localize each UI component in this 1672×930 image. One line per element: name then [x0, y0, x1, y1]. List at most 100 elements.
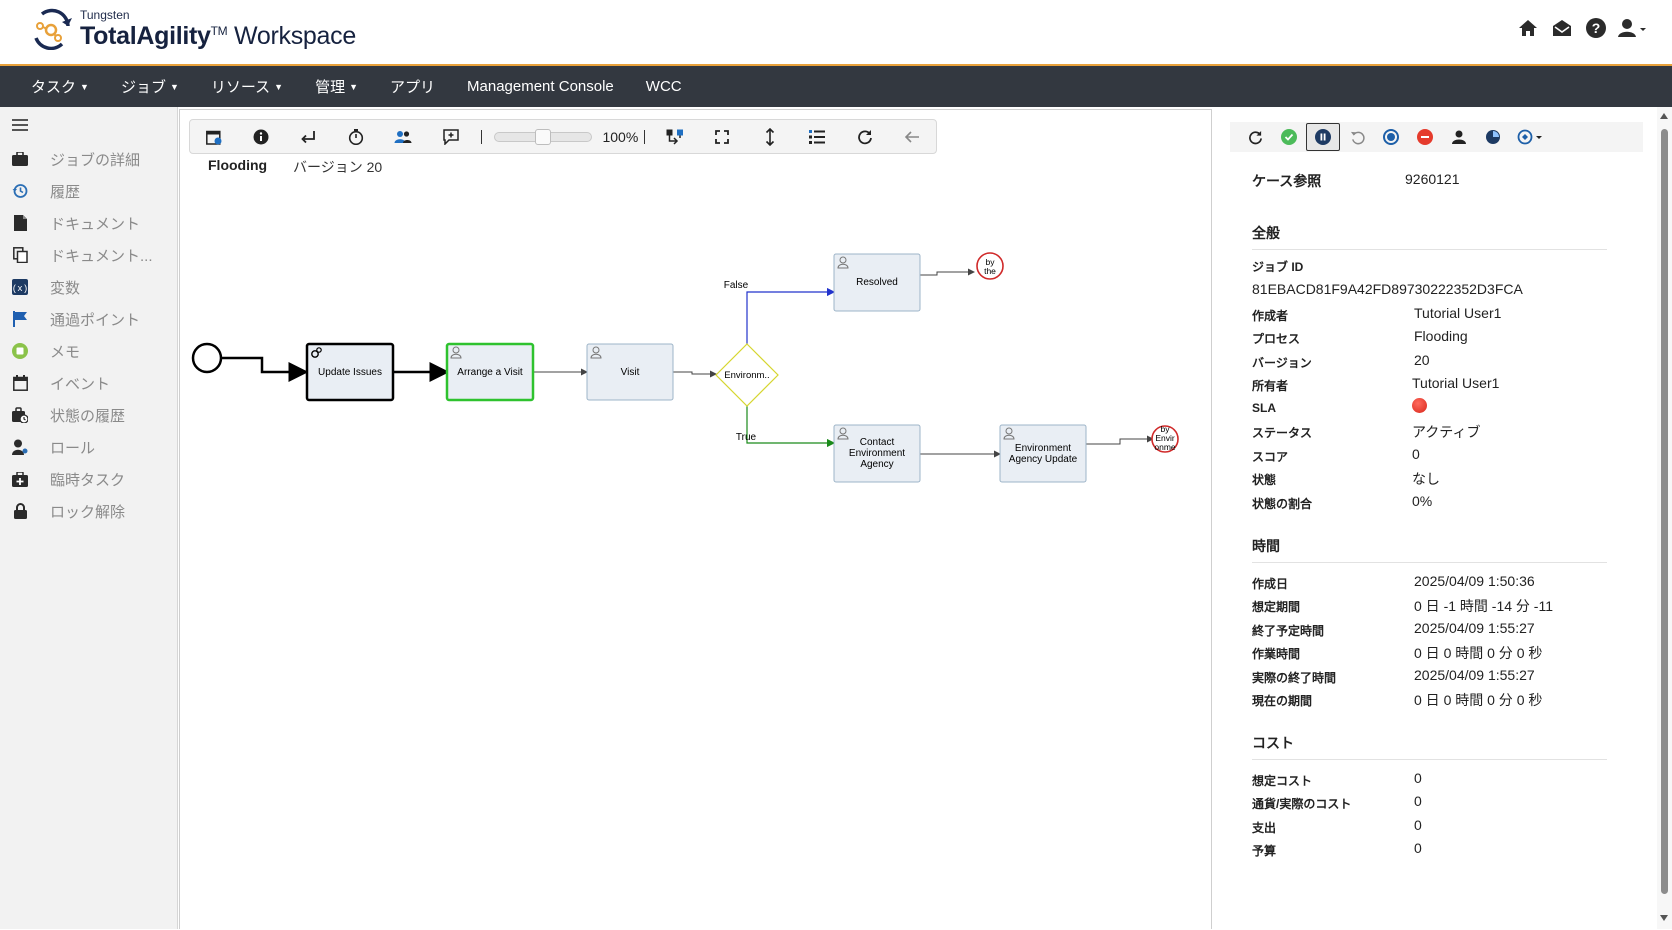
- zoom-slider[interactable]: [493, 128, 593, 145]
- node-label: Update Issues: [318, 367, 382, 378]
- sidebar-item-notes[interactable]: メモ: [0, 335, 178, 367]
- node-decision[interactable]: Environm..: [715, 343, 779, 407]
- right-panel-scrollbar[interactable]: [1657, 107, 1672, 929]
- sidebar-item-label: 状態の履歴: [50, 407, 126, 425]
- info-icon[interactable]: [237, 120, 284, 153]
- node-label: Environm..: [724, 370, 769, 381]
- nav-apps[interactable]: アプリ: [390, 76, 435, 97]
- start-event[interactable]: [191, 342, 223, 374]
- node-update-issues[interactable]: Update Issues: [305, 342, 395, 402]
- sidebar-item-label: ドキュメント: [50, 215, 141, 233]
- assign-user-icon[interactable]: [1442, 123, 1476, 151]
- progress-icon[interactable]: [1476, 123, 1510, 151]
- detail-value-actual-end: 2025/04/09 1:55:27: [1414, 667, 1535, 683]
- nav-wcc-label: WCC: [645, 78, 682, 95]
- stop-icon[interactable]: [1408, 123, 1442, 151]
- sidebar-item-documents[interactable]: ドキュメント: [0, 207, 178, 239]
- user-task-icon: [1003, 427, 1015, 440]
- detail-value-score: 0: [1412, 446, 1420, 462]
- fit-to-screen-icon[interactable]: [699, 120, 746, 153]
- record-icon[interactable]: [1374, 123, 1408, 151]
- sidebar-item-label: ドキュメント...: [50, 247, 153, 265]
- detail-label-working-time: 作業時間: [1252, 647, 1301, 661]
- node-contact-environment-agency[interactable]: Contact Environment Agency: [833, 424, 921, 483]
- vertical-expand-icon[interactable]: [746, 120, 793, 153]
- back-arrow-icon[interactable]: [888, 120, 935, 153]
- nav-resources-label: リソース: [210, 79, 271, 96]
- sidebar-item-checkpoints[interactable]: 通過ポイント: [0, 303, 178, 335]
- node-environment-agency-update[interactable]: Environment Agency Update: [999, 424, 1087, 483]
- end-event-bottom[interactable]: by Envir onme: [1151, 424, 1179, 453]
- detail-value-version: 20: [1414, 352, 1430, 368]
- pause-icon[interactable]: [1306, 123, 1340, 151]
- sidebar-item-label: 履歴: [50, 183, 81, 201]
- refresh-icon[interactable]: [841, 120, 888, 153]
- refresh-icon[interactable]: [1238, 123, 1272, 151]
- sidebar-item-events[interactable]: イベント: [0, 367, 178, 399]
- inbox-icon[interactable]: [1550, 16, 1574, 40]
- job-id-value: 81EBACD81F9A42FD89730222352D3FCA: [1252, 281, 1523, 297]
- flow-resolved-to-end: [917, 268, 975, 276]
- more-actions-icon[interactable]: [1510, 123, 1550, 151]
- nav-tasks[interactable]: タスク▼: [31, 76, 89, 97]
- svg-text:(x): (x): [12, 284, 28, 294]
- zoom-slider-handle[interactable]: [534, 128, 551, 145]
- nav-admin[interactable]: 管理▼: [315, 76, 358, 97]
- users-icon[interactable]: [380, 120, 427, 153]
- flow-start-to-update: [221, 356, 309, 382]
- node-arrange-visit[interactable]: Arrange a Visit: [445, 342, 535, 402]
- sidebar-item-label: ジョブの詳細: [50, 151, 141, 169]
- sidebar-item-label: 臨時タスク: [50, 471, 126, 489]
- return-arrow-icon[interactable]: [285, 120, 332, 153]
- job-details-panel: ケース参照 9260121 全般 ジョブ ID 81EBACD81F9A42FD…: [1213, 109, 1656, 929]
- sidebar-item-label: イベント: [50, 375, 111, 393]
- brand-tm: TM: [210, 24, 228, 38]
- nav-wcc[interactable]: WCC: [646, 78, 682, 95]
- scrollbar-thumb[interactable]: [1661, 129, 1668, 894]
- section-cost-heading: コスト: [1252, 733, 1607, 760]
- nav-admin-label: 管理: [315, 79, 346, 96]
- node-label: Arrange a Visit: [457, 367, 523, 378]
- sidebar-item-roles[interactable]: ロール: [0, 431, 178, 463]
- calendar-schedule-icon[interactable]: [190, 120, 237, 153]
- hamburger-menu-icon[interactable]: [12, 119, 28, 131]
- sidebar-item-unlock[interactable]: ロック解除: [0, 495, 178, 527]
- scroll-up-arrow-icon[interactable]: [1660, 113, 1668, 119]
- sidebar-item-history[interactable]: 履歴: [0, 175, 178, 207]
- flow-update-to-end: [1083, 435, 1154, 445]
- user-icon[interactable]: [1618, 16, 1648, 40]
- detail-label-actual-end: 実際の終了時間: [1252, 671, 1337, 685]
- job-action-toolbar: [1230, 122, 1643, 152]
- sidebar-item-job-details[interactable]: ジョブの詳細: [0, 143, 178, 175]
- detail-value-status: アクティブ: [1412, 424, 1481, 440]
- chevron-down-icon: ▼: [274, 81, 284, 92]
- help-icon[interactable]: ?: [1584, 16, 1608, 40]
- list-icon[interactable]: [794, 120, 841, 153]
- detail-value-budget: 0: [1414, 840, 1422, 856]
- sidebar-item-adhoc-tasks[interactable]: 臨時タスク: [0, 463, 178, 495]
- undo-icon[interactable]: [1340, 123, 1374, 151]
- node-visit[interactable]: Visit: [586, 343, 674, 401]
- app-header: Tungsten TotalAgilityTM Workspace ?: [0, 0, 1672, 66]
- brand-product: TotalAgilityTM Workspace: [80, 22, 356, 51]
- sidebar-item-state-history[interactable]: 状態の履歴: [0, 399, 178, 431]
- timer-icon[interactable]: [332, 120, 379, 153]
- map-navigate-icon[interactable]: [651, 120, 698, 153]
- sidebar-item-documents-more[interactable]: ドキュメント...: [0, 239, 178, 271]
- detail-value-creator: Tutorial User1: [1414, 305, 1502, 321]
- nav-management-console[interactable]: Management Console: [467, 78, 614, 95]
- nav-apps-label: アプリ: [390, 79, 436, 96]
- brand-product-name: TotalAgility: [80, 22, 211, 50]
- brand-workspace: Workspace: [234, 22, 356, 50]
- nav-jobs[interactable]: ジョブ▼: [121, 76, 179, 97]
- complete-check-icon[interactable]: [1272, 123, 1306, 151]
- node-resolved[interactable]: Resolved: [833, 253, 921, 312]
- home-icon[interactable]: [1516, 16, 1540, 40]
- detail-label-status: ステータス: [1252, 426, 1313, 440]
- flow-false-to-resolved: [746, 287, 836, 344]
- scroll-down-arrow-icon[interactable]: [1660, 915, 1668, 921]
- comment-add-icon[interactable]: [427, 120, 474, 153]
- sidebar-item-variables[interactable]: (x) 変数: [0, 271, 178, 303]
- end-event-top[interactable]: by the: [976, 252, 1004, 280]
- nav-resources[interactable]: リソース▼: [211, 76, 283, 97]
